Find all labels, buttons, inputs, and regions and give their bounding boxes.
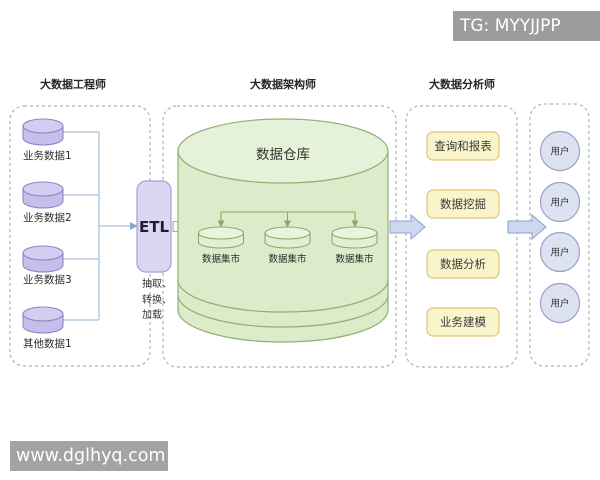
mart-bracket-lines bbox=[220, 211, 356, 221]
analyst-to-users-arrow-icon bbox=[507, 213, 547, 241]
source-db-label: 业务数据3 bbox=[23, 273, 72, 286]
watermark-website: www.dglhyq.com bbox=[10, 441, 168, 471]
source-bus-lines bbox=[63, 131, 130, 321]
user-circle-2 bbox=[539, 181, 581, 223]
user-circle-1 bbox=[539, 130, 581, 172]
warehouse-to-analyst-arrow-icon bbox=[389, 213, 426, 241]
header-architect: 大数据架构师 bbox=[250, 77, 316, 91]
task-label-1: 查询和报表 bbox=[434, 139, 492, 153]
warehouse-label: 数据仓库 bbox=[256, 147, 310, 163]
data-warehouse: 数据仓库 数据集市 数据集市 bbox=[177, 118, 389, 343]
warehouse-cylinder-outline bbox=[177, 151, 389, 343]
source-db-label: 业务数据1 bbox=[23, 149, 72, 162]
source-db-1: 业务数据1 bbox=[22, 118, 72, 162]
data-mart-1: 数据集市 bbox=[197, 226, 245, 265]
user-label-2: 用户 bbox=[550, 197, 569, 209]
database-cylinder-top bbox=[22, 306, 64, 322]
users-group: 用户 用户 用户 用户 bbox=[539, 130, 581, 324]
user-label-4: 用户 bbox=[550, 298, 569, 310]
header-engineer: 大数据工程师 bbox=[40, 77, 106, 91]
etl-process: ETL 抽取、 转换、 加载 bbox=[136, 180, 172, 321]
user-circle-4 bbox=[539, 282, 581, 324]
analyst-tasks: 查询和报表 数据挖掘 数据分析 业务建模 bbox=[426, 131, 500, 337]
mart-arrowheads-icon bbox=[217, 220, 359, 228]
header-analyst: 大数据分析师 bbox=[429, 77, 495, 91]
task-box-3 bbox=[426, 249, 500, 279]
task-box-4 bbox=[426, 307, 500, 337]
etl-label: ETL bbox=[139, 218, 169, 236]
database-cylinder-top bbox=[22, 181, 64, 197]
bus-arrowhead-icon bbox=[130, 222, 138, 230]
task-box-2 bbox=[426, 189, 500, 219]
task-box-1 bbox=[426, 131, 500, 161]
user-label-3: 用户 bbox=[550, 247, 569, 259]
database-cylinder-top bbox=[22, 118, 64, 134]
source-db-4: 其他数据1 bbox=[22, 306, 72, 350]
source-db-label: 其他数据1 bbox=[23, 337, 72, 350]
database-cylinder-top bbox=[22, 245, 64, 261]
section-box-engineer bbox=[9, 105, 151, 367]
etl-box bbox=[136, 180, 172, 273]
task-label-3: 数据分析 bbox=[440, 257, 486, 271]
etl-step-3: 加载 bbox=[142, 309, 162, 321]
source-db-3: 业务数据3 bbox=[22, 245, 72, 286]
data-mart-3: 数据集市 bbox=[331, 226, 378, 265]
etl-step-1: 抽取、 bbox=[142, 277, 172, 290]
task-label-4: 业务建模 bbox=[440, 315, 486, 329]
user-circle-3 bbox=[539, 231, 581, 273]
mart-label: 数据集市 bbox=[268, 253, 307, 265]
mart-cylinder-top bbox=[264, 226, 311, 240]
data-mart-2: 数据集市 bbox=[264, 226, 311, 265]
watermark-telegram: TG: MYYJJPP bbox=[453, 11, 600, 41]
user-label-1: 用户 bbox=[550, 146, 569, 158]
mart-cylinder-top bbox=[197, 226, 245, 240]
mart-label: 数据集市 bbox=[335, 253, 374, 265]
mart-cylinder-top bbox=[331, 226, 378, 240]
source-db-2: 业务数据2 bbox=[22, 181, 72, 224]
etl-step-2: 转换、 bbox=[142, 293, 172, 306]
source-db-label: 业务数据2 bbox=[23, 211, 72, 224]
section-box-users bbox=[529, 103, 590, 367]
section-box-architect bbox=[162, 105, 397, 368]
mart-label: 数据集市 bbox=[202, 253, 241, 265]
task-label-2: 数据挖掘 bbox=[440, 197, 486, 211]
